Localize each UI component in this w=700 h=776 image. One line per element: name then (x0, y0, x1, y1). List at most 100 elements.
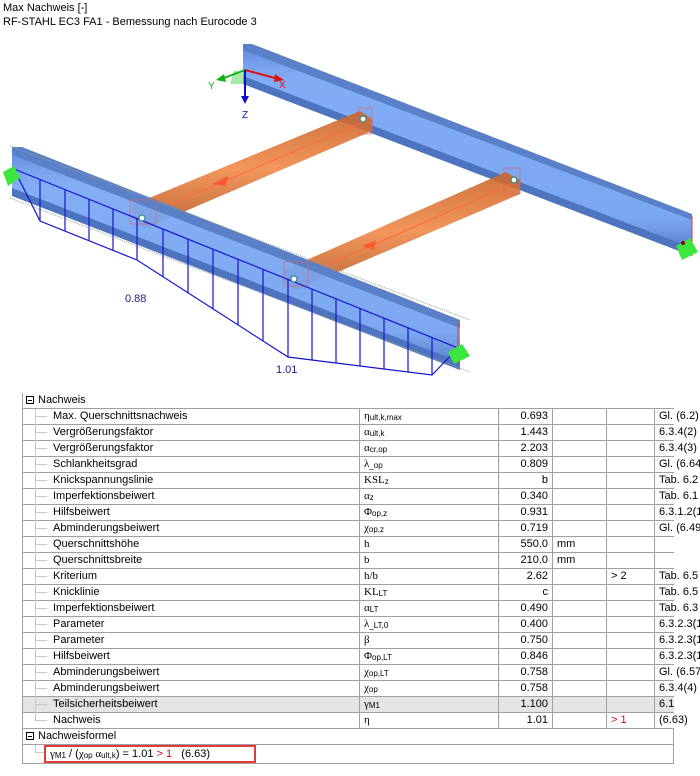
collapse-icon[interactable] (26, 396, 34, 404)
row-reference: (6.63) (654, 713, 700, 728)
row-label: Schlankheitsgrad (53, 458, 138, 470)
row-symbol: αLT (359, 601, 498, 616)
row-symbol: KLLT (359, 585, 498, 600)
row-label: Abminderungsbeiwert (53, 666, 160, 678)
row-unit (552, 489, 606, 504)
row-symbol: αult,k (359, 425, 498, 440)
tree-line (35, 441, 36, 457)
row-symbol: η (359, 713, 498, 728)
row-value: 0.490 (498, 601, 552, 616)
results-table: Nachweis Max. Querschnittsnachweis ηult,k… (22, 393, 700, 764)
row-value: c (498, 585, 552, 600)
group-nachweis[interactable]: Nachweis (23, 393, 674, 409)
row-symbol: Φop,LT (359, 649, 498, 664)
row-symbol: χop,LT (359, 665, 498, 680)
row-reference: 6.3.4(3) (654, 441, 700, 456)
row-unit (552, 409, 606, 424)
row-criterion (606, 505, 654, 520)
tree-line (35, 633, 36, 649)
row-reference: Tab. 6.5 (654, 585, 700, 600)
result-type-title: Max Nachweis [-] (3, 2, 88, 14)
tree-line (35, 505, 36, 521)
row-unit (552, 649, 606, 664)
coordinate-axes-icon: X Y Z (208, 69, 286, 121)
row-value: 0.400 (498, 617, 552, 632)
collapse-icon[interactable] (26, 732, 34, 740)
formula-highlight: γM1 / (χop αult,k) = 1.01 > 1 (6.63) (44, 745, 256, 763)
row-value: 0.340 (498, 489, 552, 504)
row-label: Hilfsbeiwert (53, 650, 110, 662)
row-unit (552, 633, 606, 648)
row-criterion: > 2 (606, 569, 654, 584)
row-criterion (606, 665, 654, 680)
row-reference (654, 537, 700, 552)
tree-line (35, 585, 36, 601)
row-unit (552, 521, 606, 536)
row-label: Kriterium (53, 570, 98, 582)
row-symbol: ηult,k,max (359, 409, 498, 424)
row-criterion (606, 633, 654, 648)
group-label: Nachweis (38, 394, 86, 406)
row-unit (552, 425, 606, 440)
row-criterion (606, 681, 654, 696)
row-criterion (606, 585, 654, 600)
row-reference: 6.3.4(4) a) (654, 681, 700, 696)
nodes[interactable] (138, 115, 518, 283)
row-unit (552, 713, 606, 728)
structure-3d-view[interactable]: 0.88 1.01 X Y Z (0, 30, 700, 380)
row-value: 210.0 (498, 553, 552, 568)
row-reference: 6.1 (654, 697, 700, 712)
row-unit (552, 505, 606, 520)
row-unit (552, 681, 606, 696)
row-unit (552, 665, 606, 680)
row-symbol: γM1 (359, 697, 498, 712)
row-label: Vergrößerungsfaktor (53, 442, 154, 454)
svg-text:X: X (279, 80, 286, 91)
row-symbol: αz (359, 489, 498, 504)
row-criterion (606, 521, 654, 536)
row-label: Max. Querschnittsnachweis (53, 410, 188, 422)
row-value: 1.01 (498, 713, 552, 728)
row-unit (552, 585, 606, 600)
tree-line (35, 553, 36, 569)
row-symbol: h (359, 537, 498, 552)
row-unit: mm (552, 553, 606, 568)
row-reference: 6.3.2.3(1) (654, 633, 700, 648)
tree-line (35, 569, 36, 585)
row-symbol: χop,z (359, 521, 498, 536)
row-value: 0.693 (498, 409, 552, 424)
group-nachweisformel[interactable]: Nachweisformel (23, 729, 674, 745)
secondary-beam-1[interactable] (132, 111, 372, 228)
row-value: 2.62 (498, 569, 552, 584)
tree-line (35, 697, 36, 713)
secondary-beam-2[interactable] (284, 172, 520, 290)
row-value: 550.0 (498, 537, 552, 552)
row-unit (552, 569, 606, 584)
row-reference: Tab. 6.2 (654, 473, 700, 488)
row-symbol: Φop,z (359, 505, 498, 520)
row-label: Abminderungsbeiwert (53, 682, 160, 694)
row-label: Querschnittsbreite (53, 554, 143, 566)
row-unit (552, 457, 606, 472)
row-label: Vergrößerungsfaktor (53, 426, 154, 438)
